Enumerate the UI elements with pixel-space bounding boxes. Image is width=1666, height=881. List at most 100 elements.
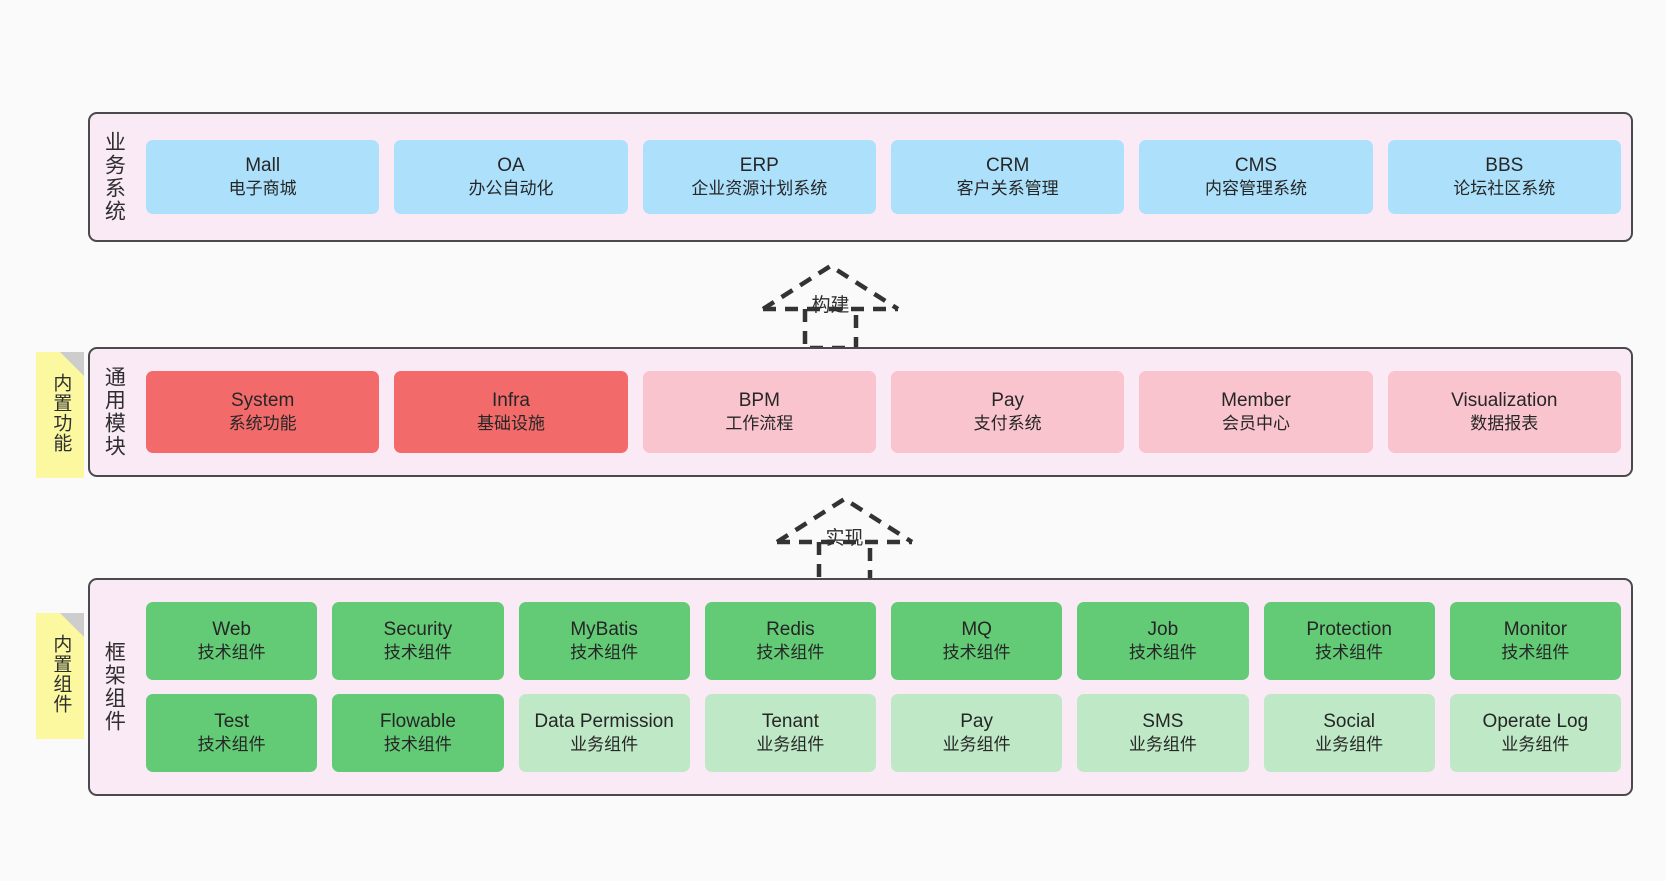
card-operate-log[interactable]: Operate Log 业务组件 (1449, 694, 1621, 772)
card-subtitle: 技术组件 (1501, 643, 1570, 663)
card-title: Job (1147, 619, 1179, 641)
card-title: Test (214, 711, 250, 733)
card-title: Redis (766, 619, 815, 641)
card-title: Infra (491, 390, 530, 412)
card-social[interactable]: Social 业务组件 (1263, 694, 1435, 772)
card-subtitle: 工作流程 (725, 414, 794, 434)
card-subtitle: 会员中心 (1221, 414, 1290, 434)
card-subtitle: 技术组件 (383, 735, 452, 755)
card-row-technical: Web 技术组件 Security 技术组件 MyBatis 技术组件 Redi… (146, 602, 1621, 680)
connector-implement: 实现 (772, 495, 917, 584)
card-subtitle: 业务组件 (756, 735, 825, 755)
card-subtitle: 技术组件 (570, 643, 639, 663)
card-infra[interactable]: Infra 基础设施 (394, 371, 628, 453)
connector-build-label: 构建 (811, 295, 850, 316)
card-subtitle: 系统功能 (228, 414, 297, 434)
card-subtitle: 数据报表 (1470, 414, 1539, 434)
layer-label-framework-component: 框架组件 (102, 641, 126, 733)
card-job[interactable]: Job 技术组件 (1077, 602, 1249, 680)
card-web[interactable]: Web 技术组件 (146, 602, 318, 680)
card-title: OA (497, 155, 525, 177)
card-test[interactable]: Test 技术组件 (146, 694, 318, 772)
card-bpm[interactable]: BPM 工作流程 (642, 371, 876, 453)
card-oa[interactable]: OA 办公自动化 (394, 140, 628, 214)
sticky-note-builtin-function: 内置功能 (36, 352, 84, 478)
card-member[interactable]: Member 会员中心 (1139, 371, 1373, 453)
card-pay[interactable]: Pay 支付系统 (890, 371, 1125, 453)
card-subtitle: 论坛社区系统 (1453, 179, 1556, 199)
card-sms[interactable]: SMS 业务组件 (1077, 694, 1249, 772)
card-subtitle: 业务组件 (1315, 735, 1384, 755)
card-monitor[interactable]: Monitor 技术组件 (1449, 602, 1621, 680)
card-title: BPM (738, 390, 780, 412)
card-subtitle: 技术组件 (197, 643, 266, 663)
card-subtitle: 技术组件 (383, 643, 452, 663)
card-title: MyBatis (570, 619, 638, 641)
layer-label-business-system: 业务系统 (102, 131, 126, 223)
card-row-business-components: Test 技术组件 Flowable 技术组件 Data Permission … (146, 694, 1621, 772)
card-title: Operate Log (1482, 711, 1589, 733)
layer-body-common-module: System 系统功能 Infra 基础设施 BPM 工作流程 Pay 支付系统… (136, 349, 1631, 475)
card-title: Data Permission (534, 711, 674, 733)
card-title: Pay (991, 390, 1025, 412)
card-title: CMS (1234, 155, 1278, 177)
card-mall[interactable]: Mall 电子商城 (146, 140, 380, 214)
card-title: SMS (1142, 711, 1184, 733)
card-security[interactable]: Security 技术组件 (332, 602, 504, 680)
card-title: MQ (961, 619, 992, 641)
card-subtitle: 业务组件 (1128, 735, 1197, 755)
card-redis[interactable]: Redis 技术组件 (704, 602, 876, 680)
layer-label-common-module: 通用模块 (102, 366, 126, 458)
card-data-permission[interactable]: Data Permission 业务组件 (518, 694, 690, 772)
card-cms[interactable]: CMS 内容管理系统 (1139, 140, 1373, 214)
layer-business-system: 业务系统 Mall 电子商城 OA 办公自动化 ERP 企业资源计划系统 CRM… (88, 112, 1633, 242)
card-subtitle: 客户关系管理 (956, 179, 1059, 199)
card-title: Flowable (379, 711, 456, 733)
card-visualization[interactable]: Visualization 数据报表 (1387, 371, 1621, 453)
card-subtitle: 企业资源计划系统 (691, 179, 828, 199)
card-pay-business[interactable]: Pay 业务组件 (891, 694, 1063, 772)
card-subtitle: 业务组件 (570, 735, 639, 755)
layer-framework-component: 框架组件 Web 技术组件 Security 技术组件 MyBatis 技术组件 (88, 578, 1633, 796)
card-subtitle: 技术组件 (1315, 643, 1384, 663)
card-title: Pay (960, 711, 993, 733)
sticky-note-label: 内置组件 (50, 634, 72, 714)
card-erp[interactable]: ERP 企业资源计划系统 (642, 140, 876, 214)
card-title: BBS (1485, 155, 1524, 177)
sticky-note-builtin-component: 内置组件 (36, 613, 84, 739)
card-row-business-system: Mall 电子商城 OA 办公自动化 ERP 企业资源计划系统 CRM 客户关系… (146, 140, 1621, 214)
card-title: Web (212, 619, 251, 641)
card-subtitle: 基础设施 (476, 414, 545, 434)
card-subtitle: 业务组件 (942, 735, 1011, 755)
layer-common-module: 通用模块 System 系统功能 Infra 基础设施 BPM 工作流程 Pay… (88, 347, 1633, 477)
card-title: Social (1323, 711, 1375, 733)
card-tenant[interactable]: Tenant 业务组件 (704, 694, 876, 772)
connector-build: 构建 (758, 262, 903, 351)
sticky-note-label: 内置功能 (50, 373, 72, 453)
connector-implement-label: 实现 (825, 528, 864, 549)
card-mybatis[interactable]: MyBatis 技术组件 (518, 602, 690, 680)
card-subtitle: 电子商城 (228, 179, 297, 199)
card-protection[interactable]: Protection 技术组件 (1263, 602, 1435, 680)
card-subtitle: 技术组件 (942, 643, 1011, 663)
card-subtitle: 技术组件 (1128, 643, 1197, 663)
card-title: Security (383, 619, 453, 641)
card-subtitle: 业务组件 (1501, 735, 1570, 755)
card-title: System (230, 390, 295, 412)
card-title: Protection (1306, 619, 1392, 641)
card-flowable[interactable]: Flowable 技术组件 (332, 694, 504, 772)
card-crm[interactable]: CRM 客户关系管理 (890, 140, 1125, 214)
card-system[interactable]: System 系统功能 (146, 371, 380, 453)
card-title: Mall (245, 155, 281, 177)
card-bbs[interactable]: BBS 论坛社区系统 (1387, 140, 1621, 214)
card-title: Visualization (1451, 390, 1558, 412)
card-mq[interactable]: MQ 技术组件 (891, 602, 1063, 680)
card-subtitle: 技术组件 (197, 735, 266, 755)
layer-body-framework-component: Web 技术组件 Security 技术组件 MyBatis 技术组件 Redi… (136, 580, 1631, 794)
card-title: CRM (986, 155, 1030, 177)
card-subtitle: 内容管理系统 (1204, 179, 1307, 199)
card-title: Monitor (1503, 619, 1568, 641)
card-subtitle: 办公自动化 (468, 179, 554, 199)
card-title: Tenant (761, 711, 819, 733)
